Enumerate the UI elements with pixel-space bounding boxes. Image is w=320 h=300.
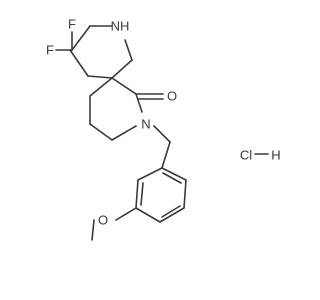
atom-f-top: F bbox=[68, 17, 76, 32]
bond-ch2f-n bbox=[111, 125, 137, 141]
bond-ch2c-spiro bbox=[87, 75, 113, 79]
bond-ch2e-ch2f bbox=[89, 123, 113, 141]
bond-co-spiro bbox=[111, 77, 137, 95]
bond-n-co bbox=[135, 93, 143, 113]
atom-nh-amine: NH bbox=[111, 19, 130, 34]
ring-bond-2 bbox=[135, 179, 139, 209]
bond-spiro-cf2ch2 bbox=[69, 49, 89, 77]
molecule-structure: F F NH O N O Cl H bbox=[46, 17, 281, 241]
ring-double-3 bbox=[162, 172, 182, 184]
ring-double-2 bbox=[161, 205, 181, 218]
ring-bond-3 bbox=[135, 207, 161, 223]
atom-o-methoxy: O bbox=[98, 213, 108, 228]
atom-n-amide: N bbox=[141, 117, 150, 132]
ring-bond-5 bbox=[183, 179, 187, 209]
bond-n-ch2-benzyl bbox=[153, 125, 171, 143]
bond-cf2-ch2a bbox=[71, 25, 91, 51]
bond-spiro-ch2d bbox=[89, 77, 113, 97]
salt-h: H bbox=[271, 148, 280, 163]
ring-bond-1 bbox=[137, 167, 163, 181]
ring-bond-4 bbox=[159, 207, 185, 223]
atom-f-left: F bbox=[46, 43, 54, 58]
bond-ch2b-spiro bbox=[111, 59, 133, 79]
benzyl-bonds bbox=[91, 125, 187, 241]
piperidine-ring-bonds bbox=[55, 25, 133, 79]
bond-nh-ch2b bbox=[124, 39, 133, 61]
lactam-ring-bonds bbox=[89, 77, 164, 141]
bond-ring-omethoxy bbox=[115, 207, 137, 221]
salt-cl: Cl bbox=[240, 148, 252, 163]
ring-double-1 bbox=[140, 182, 144, 206]
atom-o-carbonyl: O bbox=[167, 89, 177, 104]
bond-o-methyl bbox=[91, 219, 95, 241]
ring-bond-6 bbox=[161, 167, 187, 181]
bond-ch2-ring bbox=[161, 141, 171, 169]
